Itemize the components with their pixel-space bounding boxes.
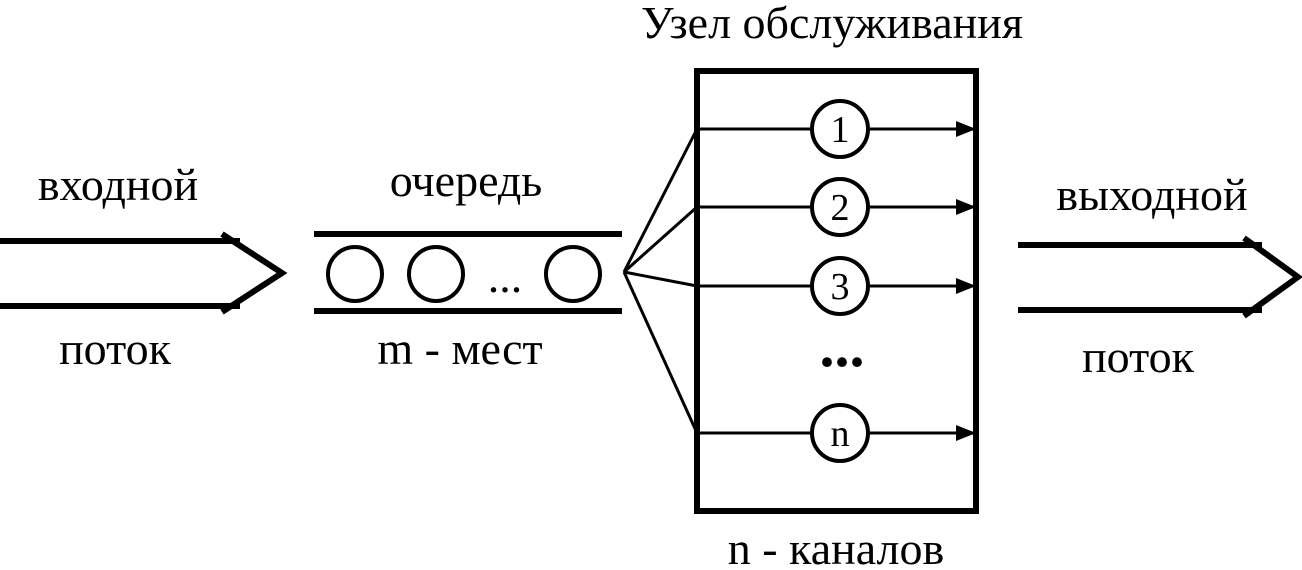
output-flow-arrow bbox=[1018, 235, 1302, 319]
channels-count-label: n - каналов bbox=[728, 523, 945, 570]
channel-circle bbox=[810, 99, 870, 159]
channel-lines bbox=[697, 121, 976, 441]
output-flow-label-top: выходной bbox=[1056, 169, 1247, 220]
channel-number: 3 bbox=[831, 266, 850, 308]
input-flow-arrow bbox=[0, 231, 288, 315]
queue-slot bbox=[326, 245, 384, 303]
output-flow-label-bottom: поток bbox=[1082, 331, 1195, 382]
channel-circle bbox=[810, 177, 870, 237]
input-flow-label-top: входной bbox=[38, 159, 198, 210]
channel-number: n bbox=[831, 413, 850, 455]
channel-3: 3 bbox=[810, 256, 870, 316]
service-node-title: Узел обслуживания bbox=[641, 0, 1023, 48]
queue-capacity-label: m - мест bbox=[377, 323, 542, 374]
channel-number: 1 bbox=[831, 109, 850, 151]
channel-n: n bbox=[810, 403, 870, 463]
queue-label: очередь bbox=[390, 155, 543, 206]
service-node-box bbox=[694, 68, 979, 514]
channel-circle bbox=[810, 256, 870, 316]
channels-ellipsis: ... bbox=[820, 313, 865, 379]
channel-2: 2 bbox=[810, 177, 870, 237]
queue-ellipsis: ... bbox=[488, 251, 523, 302]
channel-1: 1 bbox=[810, 99, 870, 159]
dispatch-lines bbox=[622, 128, 699, 434]
queue-slot bbox=[407, 245, 465, 303]
channel-circle bbox=[810, 403, 870, 463]
queue-slot bbox=[544, 245, 602, 303]
channel-number: 2 bbox=[831, 187, 850, 229]
input-flow-label-bottom: поток bbox=[59, 323, 172, 374]
queue-buffer bbox=[314, 231, 622, 314]
